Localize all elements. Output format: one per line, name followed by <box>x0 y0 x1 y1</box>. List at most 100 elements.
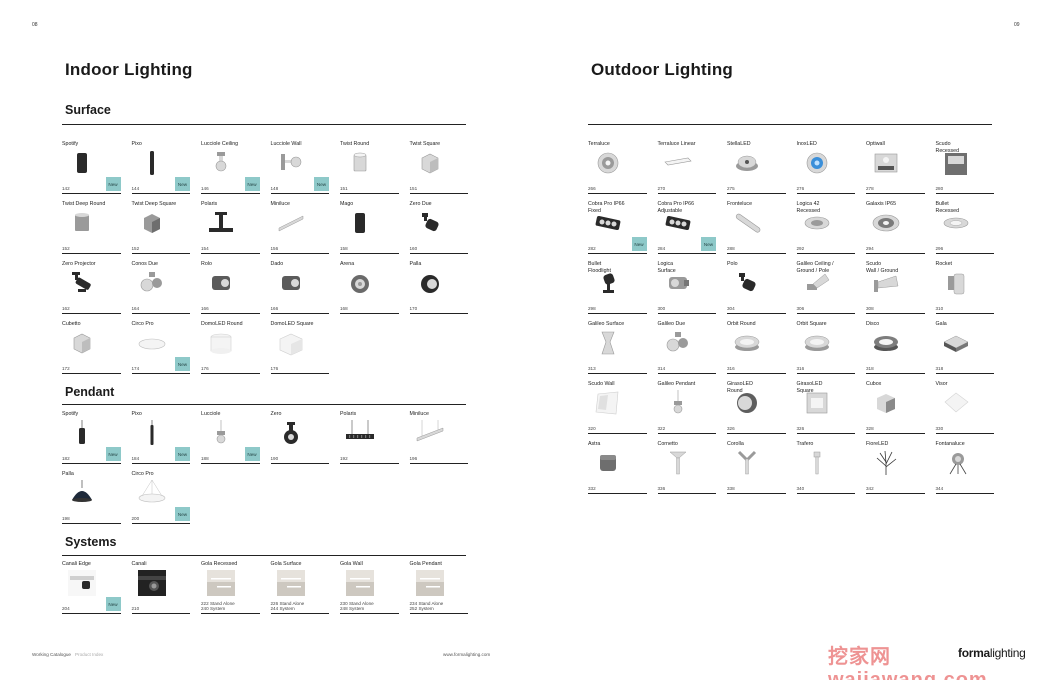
product-name: Twist Deep Round <box>62 201 106 207</box>
new-badge: New <box>175 507 190 521</box>
product-name: GirasoLED Square <box>796 381 823 394</box>
product-name: Logica Surface <box>657 261 676 274</box>
product-page-number: 270 <box>657 186 666 191</box>
product-name: Bullet Recessed <box>935 201 960 214</box>
product-name: Lucciole <box>201 411 221 417</box>
product-image-icon <box>68 270 96 296</box>
product-image-icon <box>346 270 374 296</box>
product-image-icon <box>872 450 900 476</box>
product-page-number: 292 <box>796 246 805 251</box>
new-badge: New <box>314 177 329 191</box>
product-name: Galileo Pendant <box>657 381 696 387</box>
product-page-number: 156 <box>270 246 279 251</box>
product-image-icon <box>594 150 622 176</box>
product-page-number: 148 <box>270 186 279 191</box>
product-page-number: 294 <box>866 246 874 251</box>
footer-url[interactable]: www.formalighting.com <box>443 652 491 657</box>
product-image-icon <box>733 330 761 356</box>
product-page-number: 144 <box>131 186 140 191</box>
page-number-right: 09 <box>1014 22 1020 28</box>
product-image-icon <box>416 210 444 236</box>
product-name: Gola Wall <box>340 561 363 567</box>
product-name: Disco <box>866 321 880 327</box>
product-name: Cubox <box>866 381 882 387</box>
product-page-number: 162 <box>62 306 70 311</box>
product-name: DomoLED Round <box>201 321 243 327</box>
outdoor-title: Outdoor Lighting <box>591 60 733 79</box>
